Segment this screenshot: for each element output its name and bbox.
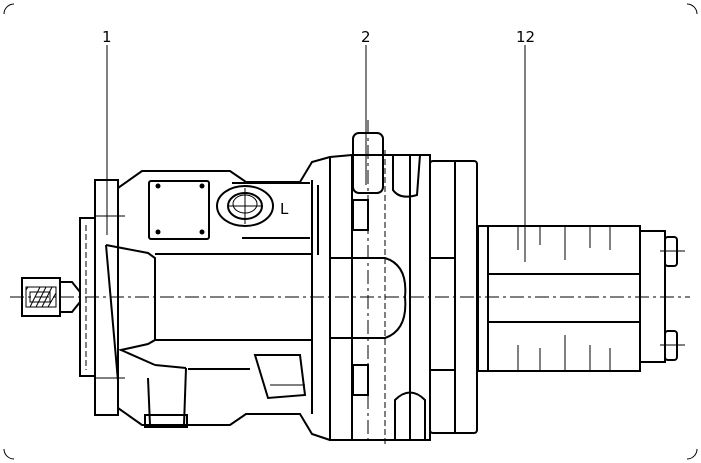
- port-label: L: [280, 200, 289, 218]
- callouts: 1 2 12: [102, 28, 535, 262]
- callout-2: 2: [361, 28, 371, 46]
- pump-housing: L: [95, 156, 331, 441]
- motor: [477, 225, 685, 372]
- adapter-housing: [329, 120, 431, 445]
- cover-plate: [148, 180, 210, 240]
- frame-corners: [3, 3, 698, 460]
- callout-12: 12: [516, 28, 535, 46]
- callout-1: 1: [102, 28, 112, 46]
- port-L: [216, 185, 274, 227]
